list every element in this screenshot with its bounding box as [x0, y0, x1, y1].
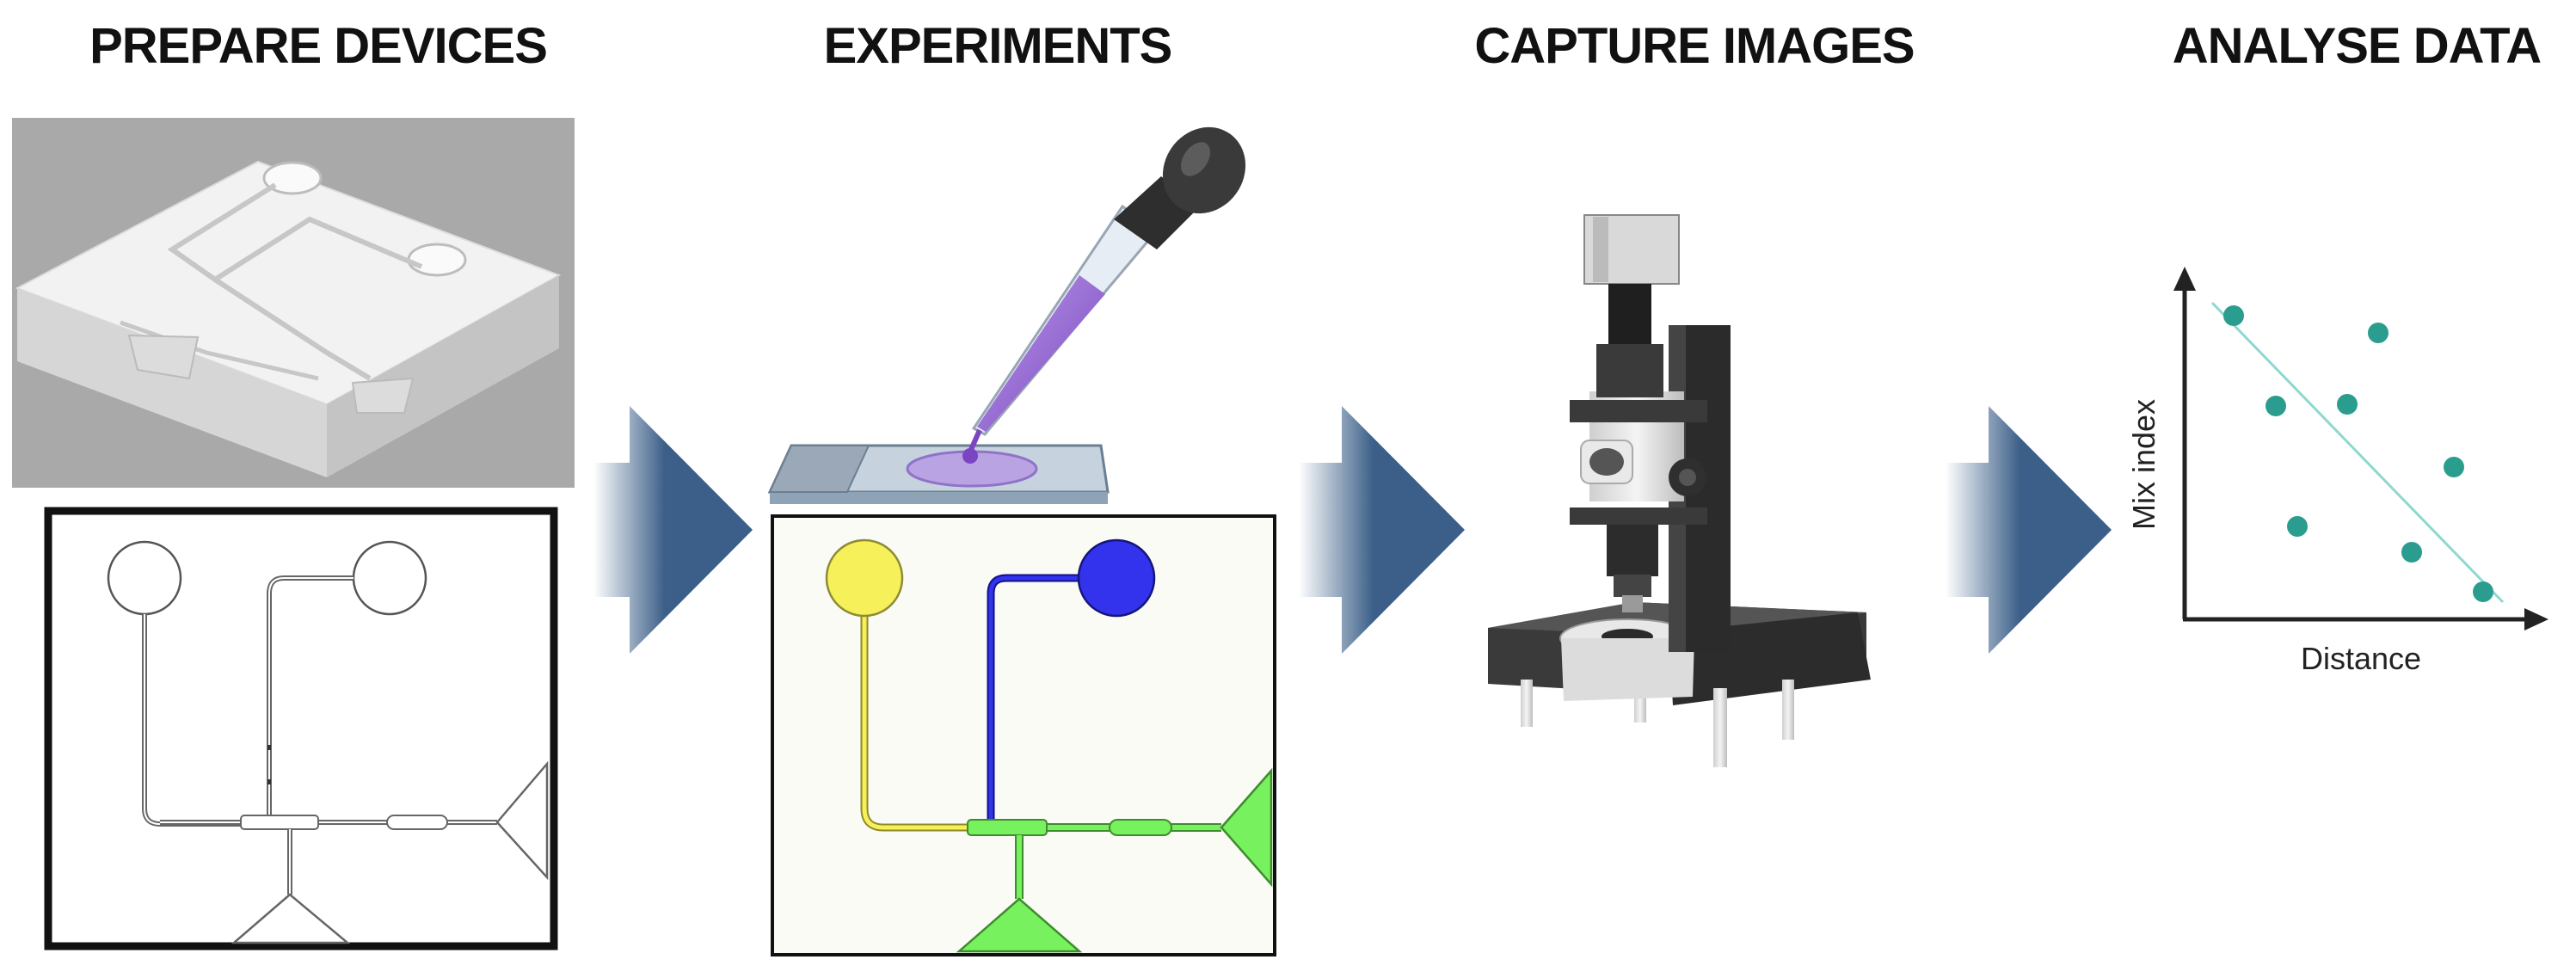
data-point [2444, 457, 2464, 477]
arrow-2 [1299, 406, 1465, 654]
microscope [1488, 214, 1871, 767]
glass-slide [767, 444, 1110, 504]
stage-title-experiments: EXPERIMENTS [823, 18, 1173, 74]
data-point [2287, 516, 2308, 537]
data-point [2337, 394, 2358, 415]
mix-index-chart: Distance Mix index [2126, 267, 2548, 676]
data-point [2223, 305, 2244, 326]
trend-line [2210, 301, 2505, 604]
y-axis-arrowhead [2173, 267, 2196, 291]
arrow-3 [1946, 406, 2112, 654]
stage-title-capture-images: CAPTURE IMAGES [1474, 18, 1915, 74]
stage-title-prepare-devices: PREPARE DEVICES [89, 18, 548, 74]
data-point [2266, 396, 2286, 416]
pipette [962, 126, 1246, 464]
x-axis-label: Distance [2301, 641, 2421, 676]
y-axis-label: Mix index [2126, 399, 2161, 530]
arrow-1 [593, 406, 753, 654]
data-point [2401, 542, 2422, 563]
stage-title-analyse-data: ANALYSE DATA [2172, 18, 2542, 74]
data-point [2368, 323, 2388, 343]
x-axis-arrowhead [2524, 608, 2548, 630]
data-point [2473, 581, 2493, 602]
experiment-schematic [771, 514, 1276, 956]
device-3d-render [12, 118, 575, 488]
device-schematic [44, 507, 558, 950]
